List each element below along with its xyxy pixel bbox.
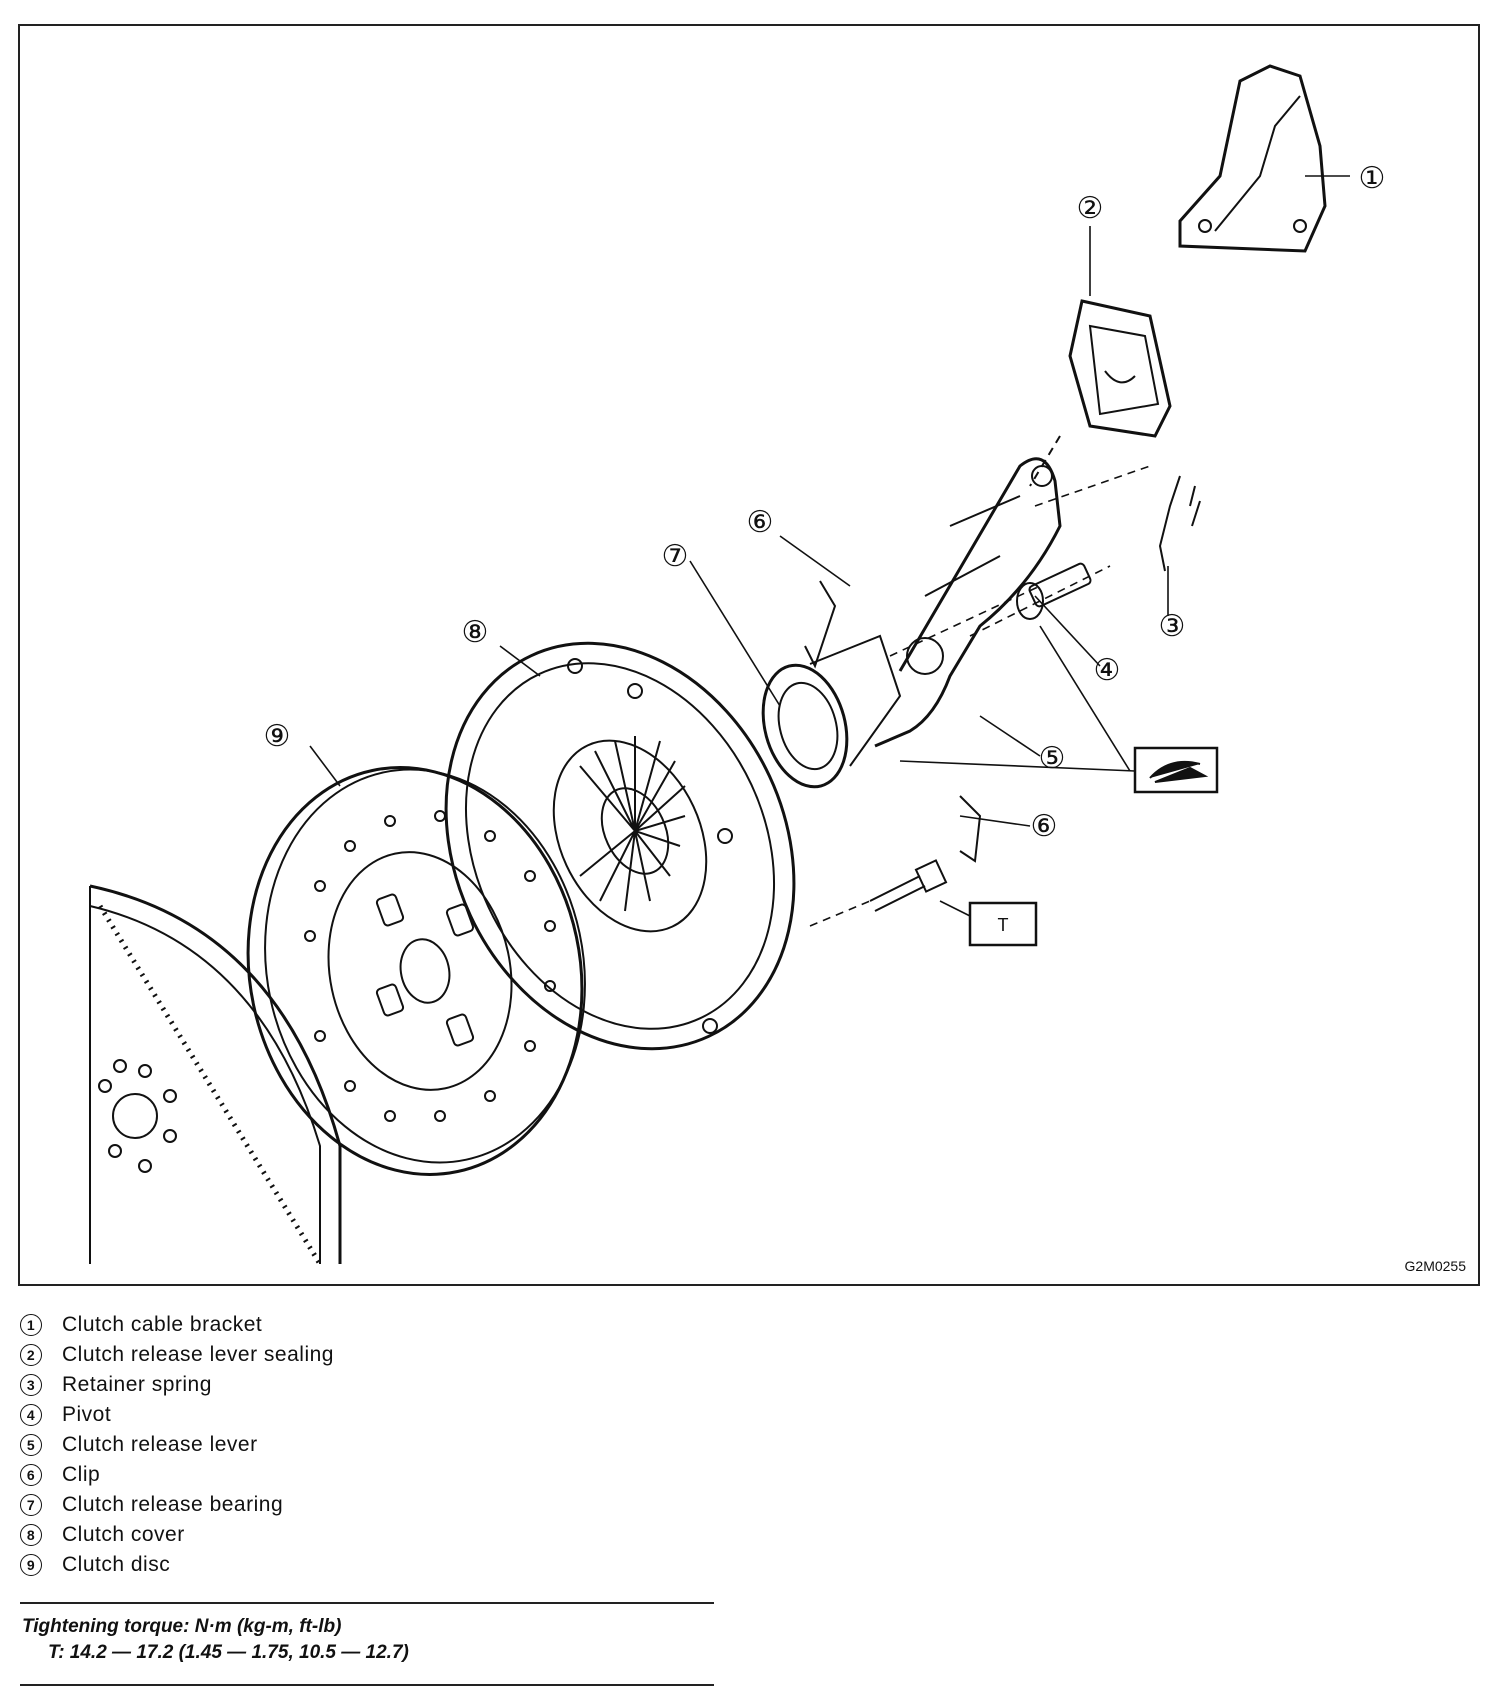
- legend-item: 5 Clutch release lever: [20, 1430, 334, 1460]
- clip-lower: [959, 795, 982, 863]
- legend-number: 1: [20, 1314, 42, 1336]
- legend-item: 4 Pivot: [20, 1400, 334, 1430]
- callout-4: ④: [1094, 654, 1121, 687]
- legend-number: 5: [20, 1434, 42, 1456]
- retainer-spring: [1158, 475, 1201, 572]
- callout-6-lower: ⑥: [1031, 810, 1058, 843]
- legend-number: 6: [20, 1464, 42, 1486]
- callout-7: ⑦: [662, 540, 689, 573]
- legend-number: 7: [20, 1494, 42, 1516]
- bolt: [869, 859, 948, 912]
- callout-8: ⑧: [462, 616, 489, 649]
- torque-value: T: 14.2 — 17.2 (1.45 — 1.75, 10.5 — 12.7…: [48, 1642, 409, 1663]
- legend-item: 3 Retainer spring: [20, 1370, 334, 1400]
- legend-label: Clutch cover: [62, 1523, 185, 1546]
- legend-item: 7 Clutch release bearing: [20, 1490, 334, 1520]
- legend-label: Retainer spring: [62, 1373, 212, 1396]
- callout-5: ⑤: [1039, 742, 1066, 775]
- clip-upper: [804, 580, 837, 669]
- legend-label: Clutch release lever sealing: [62, 1343, 334, 1366]
- legend-item: 9 Clutch disc: [20, 1550, 334, 1580]
- pivot: [1016, 562, 1092, 620]
- parts-legend: 1 Clutch cable bracket 2 Clutch release …: [20, 1310, 334, 1580]
- legend-label: Pivot: [62, 1403, 112, 1426]
- clutch-release-lever-sealing: [1029, 299, 1172, 487]
- torque-box: T: [968, 901, 1038, 947]
- torque-box-label: T: [998, 915, 1009, 935]
- legend-number: 2: [20, 1344, 42, 1366]
- torque-spec: Tightening torque: N·m (kg-m, ft-lb) T: …: [22, 1614, 409, 1666]
- flywheel: [89, 884, 342, 1266]
- legend-item: 6 Clip: [20, 1460, 334, 1490]
- legend-label: Clutch release bearing: [62, 1493, 284, 1516]
- legend-label: Clutch release lever: [62, 1433, 258, 1456]
- legend-item: 1 Clutch cable bracket: [20, 1310, 334, 1340]
- legend-number: 4: [20, 1404, 42, 1426]
- clutch-cover: [444, 641, 796, 1051]
- legend-label: Clip: [62, 1463, 101, 1486]
- legend-number: 9: [20, 1554, 42, 1576]
- legend-label: Clutch cable bracket: [62, 1313, 263, 1336]
- divider-bottom: [20, 1684, 714, 1686]
- callout-2: ②: [1077, 192, 1104, 225]
- assembly-lines: [809, 465, 1151, 927]
- legend-number: 3: [20, 1374, 42, 1396]
- leader-lines: [309, 175, 1350, 917]
- callout-9: ⑨: [264, 720, 291, 753]
- legend-label: Clutch disc: [62, 1553, 171, 1576]
- divider-top: [20, 1602, 714, 1604]
- figure-frame: T ① ② ③ ④ ⑤ ⑥ ⑥ ⑦ ⑧ ⑨ G2M0255: [18, 24, 1480, 1286]
- clutch-release-bearing: [761, 634, 902, 789]
- grease-symbol-icon: [1133, 746, 1219, 794]
- callout-3: ③: [1159, 610, 1186, 643]
- torque-heading: Tightening torque: N·m (kg-m, ft-lb): [22, 1616, 342, 1637]
- callout-1: ①: [1359, 162, 1386, 195]
- clutch-release-lever: [874, 457, 1062, 748]
- clutch-cable-bracket: [1178, 64, 1327, 253]
- figure-code: G2M0255: [1404, 1258, 1466, 1274]
- legend-item: 2 Clutch release lever sealing: [20, 1340, 334, 1370]
- clutch-exploded-diagram: T ① ② ③ ④ ⑤ ⑥ ⑥ ⑦ ⑧ ⑨: [89, 64, 1386, 1266]
- legend-item: 8 Clutch cover: [20, 1520, 334, 1550]
- callout-6-upper: ⑥: [747, 506, 774, 539]
- legend-number: 8: [20, 1524, 42, 1546]
- clutch-disc: [246, 766, 586, 1176]
